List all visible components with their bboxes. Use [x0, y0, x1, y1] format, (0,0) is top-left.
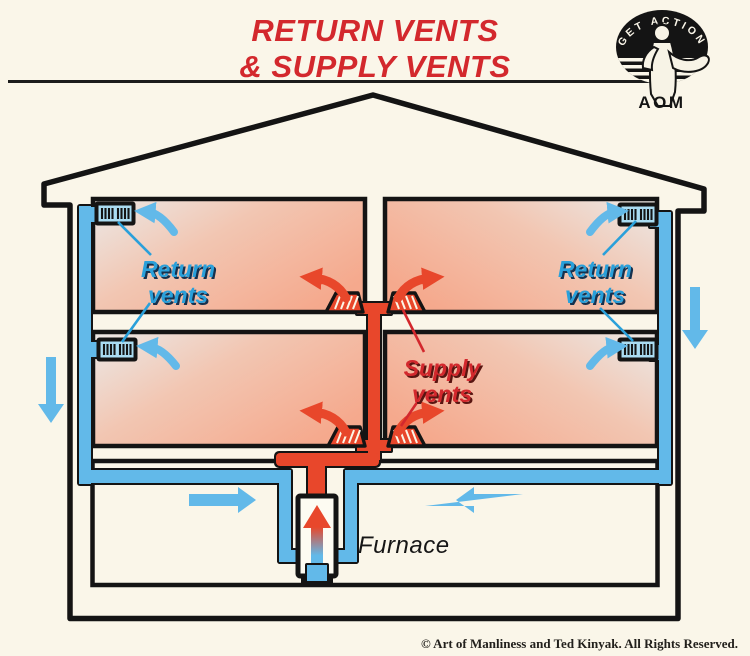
label-line: vents	[564, 282, 626, 308]
return-vent-lower-right	[616, 336, 660, 363]
copyright-notice: © Art of Manliness and Ted Kinyak. All R…	[420, 636, 738, 651]
label-supply-vents: Supply vents	[357, 355, 527, 407]
return-vent-upper-left	[93, 200, 137, 227]
furnace	[295, 493, 339, 583]
furnace-intake	[307, 565, 327, 581]
leader-lines	[117, 220, 637, 427]
furnace-airflow-arrow	[303, 505, 331, 568]
strongman-icon	[641, 22, 710, 107]
basement-arrow-left	[189, 487, 256, 513]
label-line: vents	[147, 282, 209, 308]
down-arrow-right-wall	[682, 287, 708, 349]
duct-flow-arrows	[38, 287, 708, 513]
label-line: Return	[557, 256, 633, 282]
label-return-vents-right: Return vents	[510, 256, 680, 308]
label-return-vents-left: Return vents	[93, 256, 263, 308]
down-arrow-left-wall	[38, 357, 64, 423]
label-line: vents	[411, 381, 473, 407]
title-line-2: & SUPPLY VENTS	[239, 49, 511, 84]
return-vent-lower-left	[95, 336, 139, 363]
aom-logo: GET ACTION AOM	[616, 10, 710, 112]
supply-ducts	[276, 303, 391, 500]
house-outline	[41, 92, 707, 622]
title-line-1: RETURN VENTS	[251, 13, 499, 48]
logo-monogram: AOM	[638, 93, 685, 112]
label-line: Supply	[403, 355, 481, 381]
supply-airflow-arrows	[299, 267, 445, 437]
return-airflow-arrows	[134, 201, 629, 370]
header-divider	[8, 80, 660, 83]
basement-arrow-right	[425, 487, 523, 513]
page-title: RETURN VENTS & SUPPLY VENTS	[0, 13, 750, 85]
label-line: Return	[140, 256, 216, 282]
label-furnace: Furnace	[358, 532, 450, 559]
return-vent-upper-right	[616, 201, 660, 228]
